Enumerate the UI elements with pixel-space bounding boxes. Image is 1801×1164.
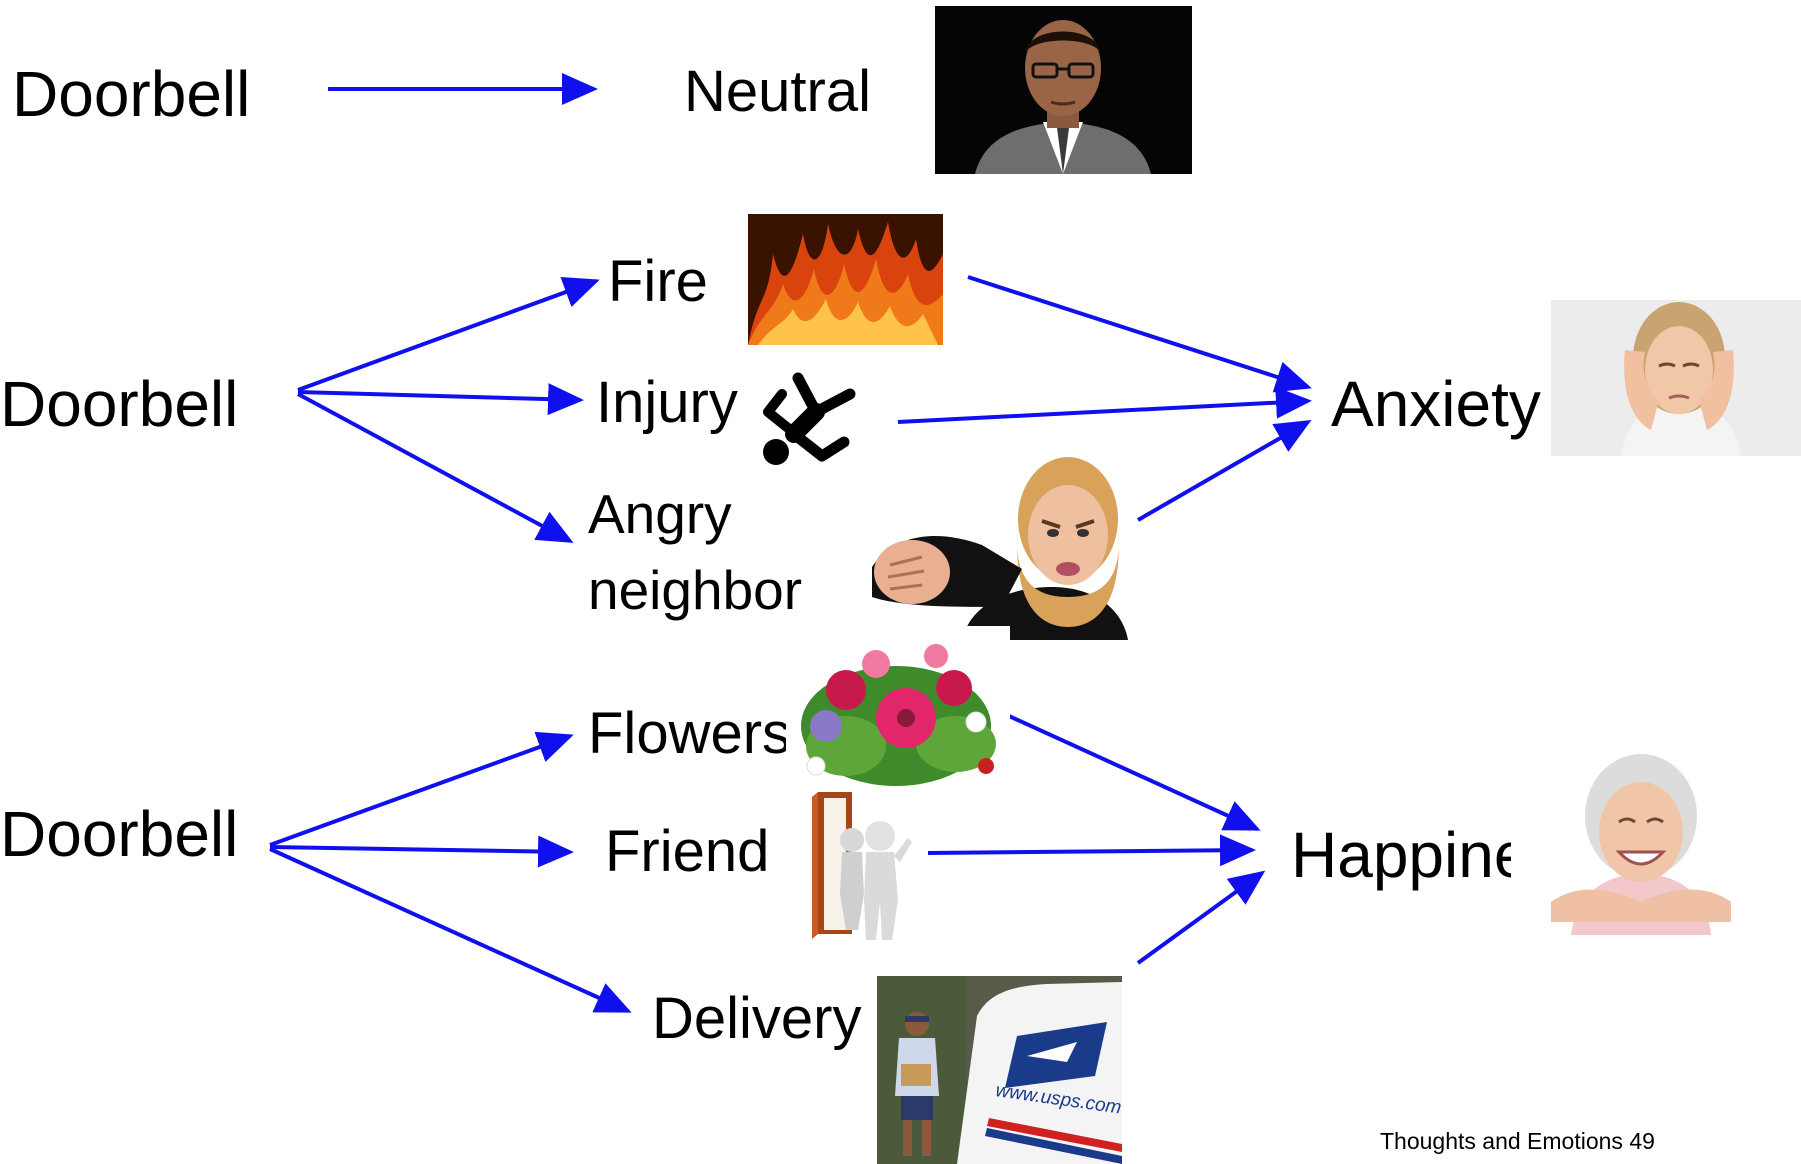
thought-angry-neighbor: Angry neighbor bbox=[588, 483, 803, 621]
angry-woman-photo bbox=[872, 457, 1128, 640]
arrow-fire-anxiety bbox=[967, 275, 1312, 393]
friend-at-door-figure bbox=[812, 790, 922, 950]
thought-friend: Friend bbox=[605, 819, 770, 884]
arrow-doorbell-flowers bbox=[269, 731, 574, 847]
arrow-angry-anxiety bbox=[1137, 420, 1312, 522]
outcome-neutral: Neutral bbox=[684, 59, 871, 124]
arrow-doorbell-injury bbox=[297, 383, 584, 416]
neutral-man-photo bbox=[935, 6, 1192, 174]
arrow-doorbell-delivery bbox=[269, 847, 632, 1013]
mail-carrier-usps-truck-photo: www.usps.com bbox=[877, 976, 1122, 1164]
fire-photo bbox=[748, 214, 943, 345]
arrow-doorbell-angry bbox=[297, 392, 574, 543]
thought-flowers: Flowers bbox=[588, 701, 792, 766]
smiling-older-woman-photo bbox=[1511, 752, 1771, 935]
emotion-anxiety: Anxiety bbox=[1331, 368, 1541, 440]
falling-person-icon bbox=[758, 368, 860, 470]
flower-bouquet-photo bbox=[786, 626, 1010, 792]
trigger-doorbell-1: Doorbell bbox=[12, 58, 251, 130]
arrow-doorbell-friend bbox=[269, 835, 574, 868]
trigger-doorbell-2: Doorbell bbox=[0, 368, 239, 440]
arrow-delivery-happiness bbox=[1136, 870, 1266, 965]
arrow-injury-anxiety bbox=[897, 386, 1312, 424]
thought-delivery: Delivery bbox=[652, 986, 862, 1051]
slide-footer: Thoughts and Emotions 49 bbox=[1380, 1128, 1655, 1154]
worried-woman-photo bbox=[1551, 300, 1801, 456]
arrow-doorbell-fire bbox=[297, 276, 600, 392]
trigger-doorbell-3: Doorbell bbox=[0, 798, 239, 870]
thought-injury: Injury bbox=[596, 370, 738, 435]
arrow-flowers-happiness bbox=[997, 709, 1261, 831]
thought-fire: Fire bbox=[608, 249, 708, 314]
arrow-friend-happiness bbox=[927, 834, 1256, 867]
